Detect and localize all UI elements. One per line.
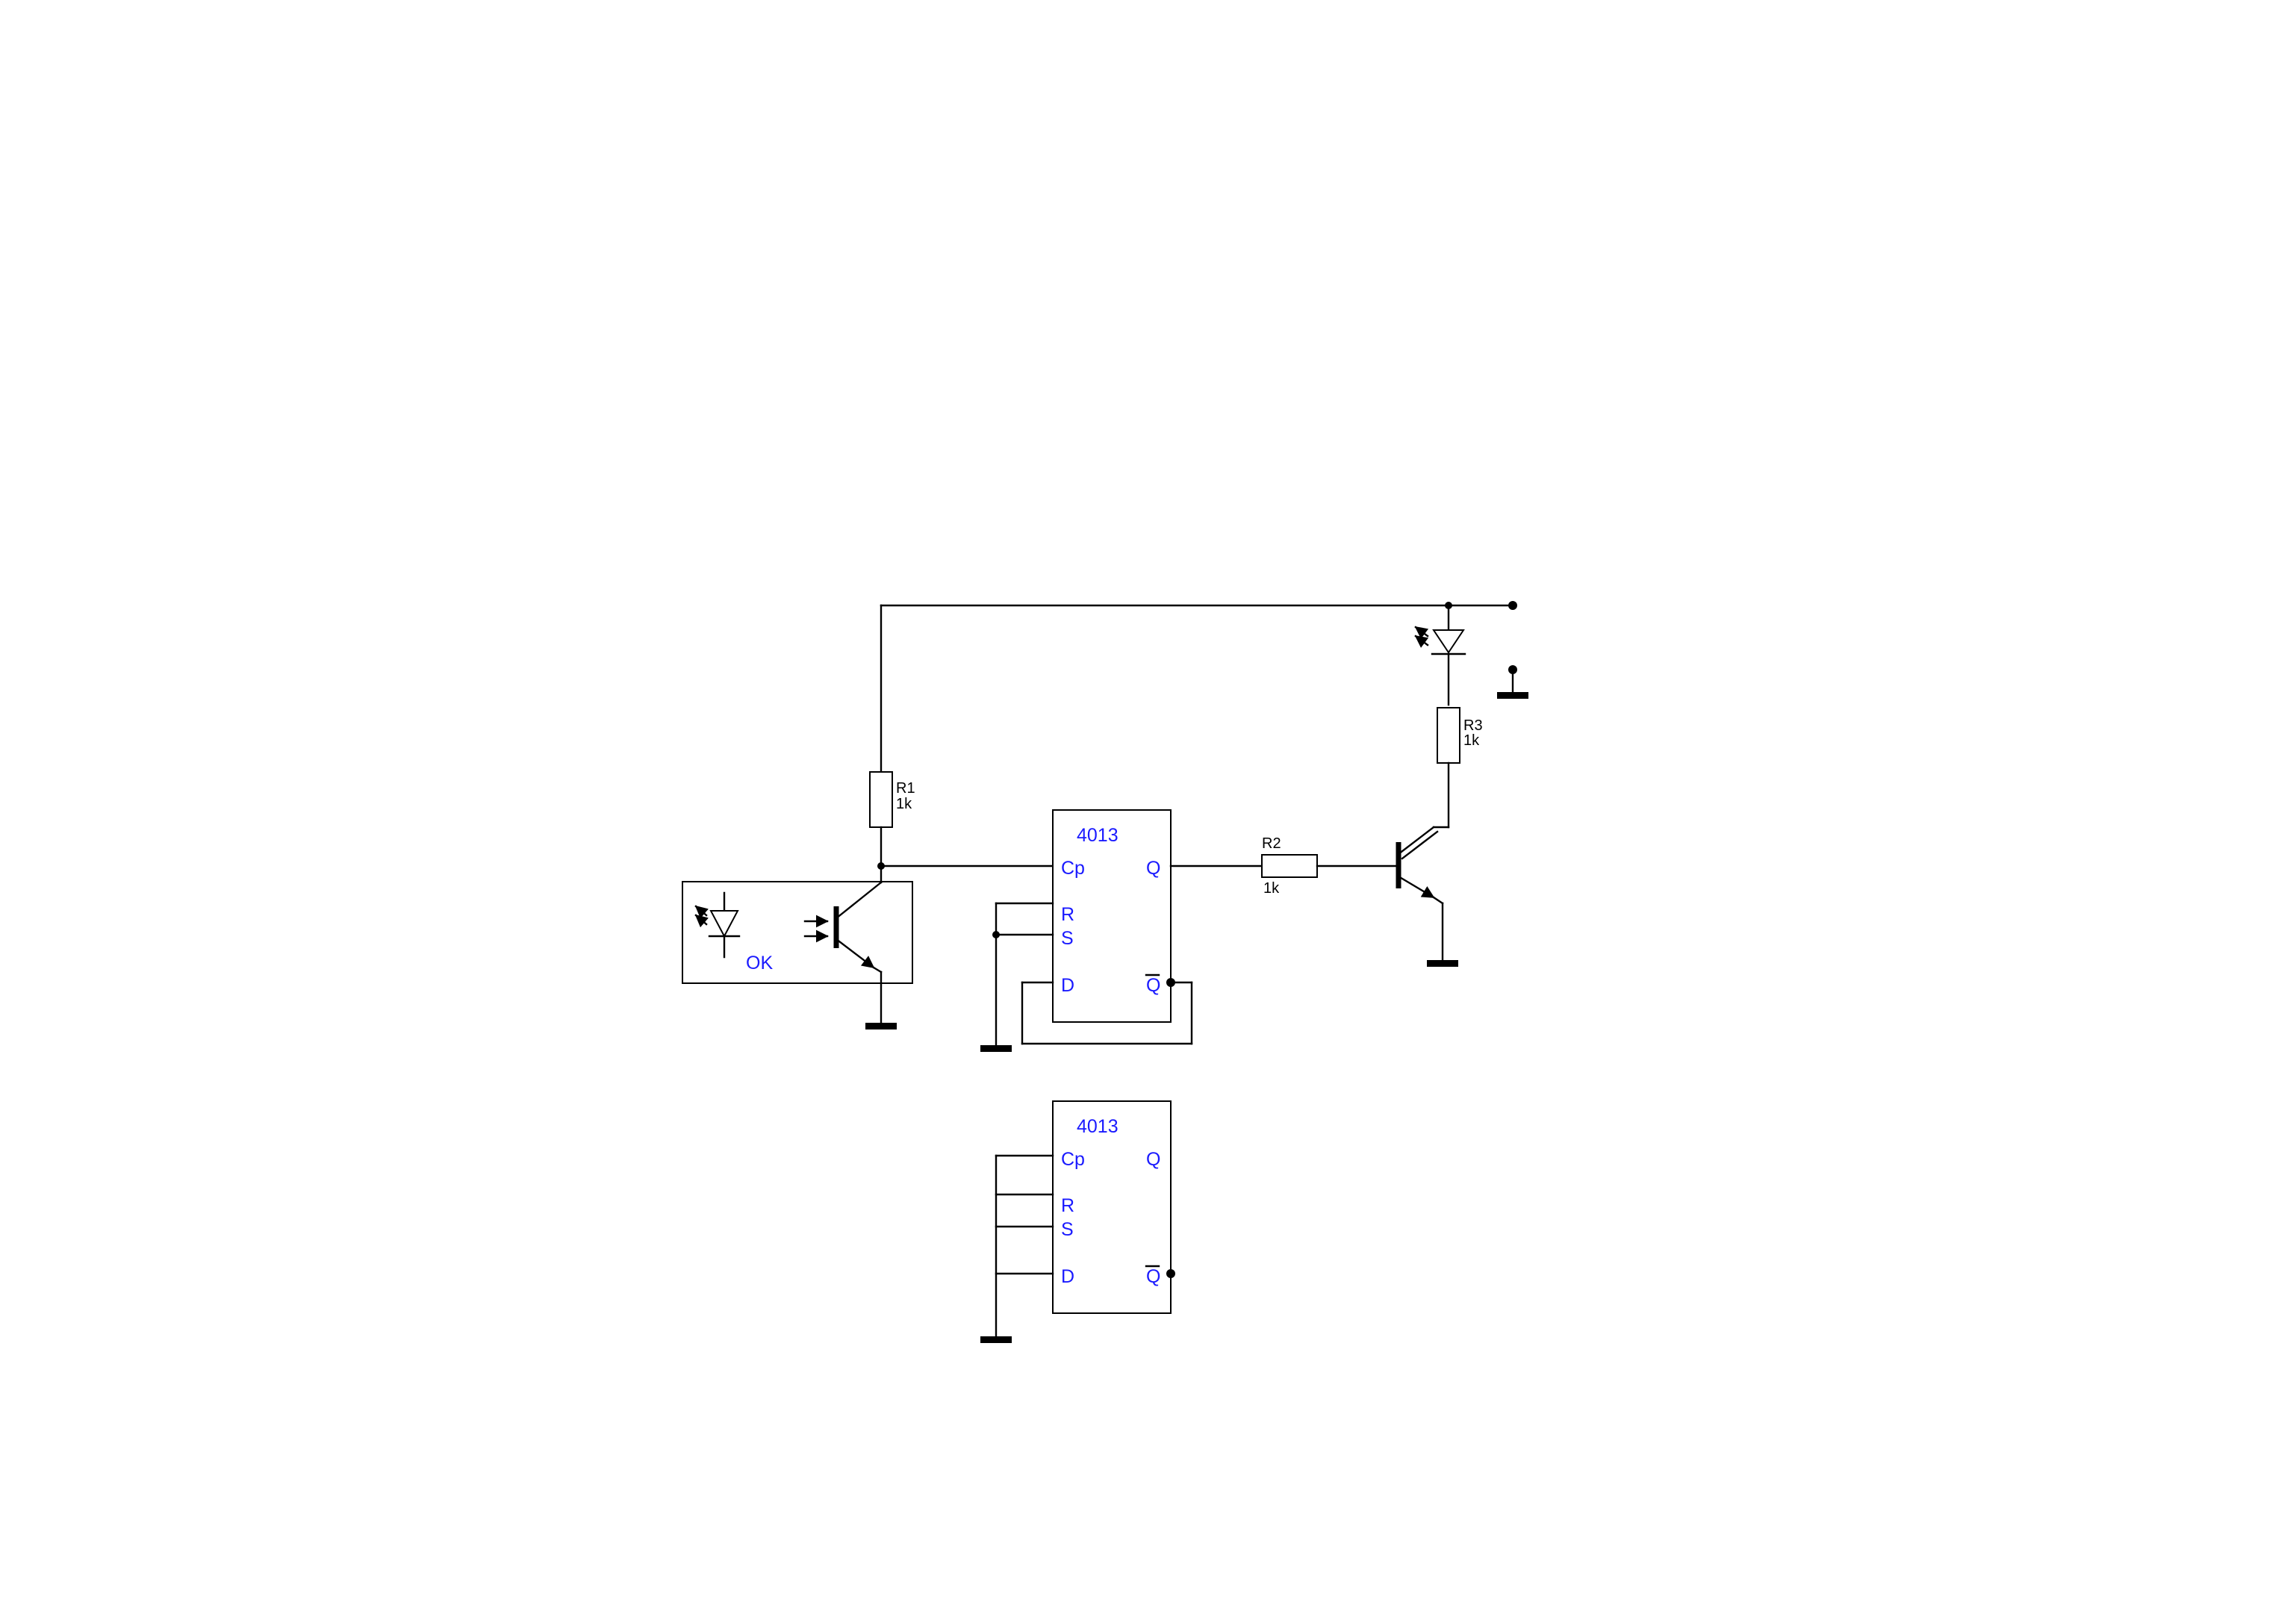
ic2-pin-r: R [1061,1195,1074,1216]
supply-ground-terminal [1497,665,1528,699]
r2-value-label: 1k [1263,880,1280,897]
optocoupler: OK [682,865,913,984]
ic1-rs-ground [980,902,1054,1052]
r2-resistor: R2 1k [1169,835,1398,897]
ic1-name: 4013 [1077,825,1119,846]
ic2-pin-q: Q [1146,1149,1160,1170]
r3-ref-label: R3 [1463,717,1483,734]
ic2-pin-s: S [1061,1219,1074,1240]
power-rail [880,601,1517,610]
ic2-inputs-ground [980,1154,1054,1343]
ic2-4013: 4013 Cp R S D Q Q [1052,1100,1175,1314]
r1-resistor: R1 1k [869,604,915,867]
ic1-pin-qn: Q [1146,975,1160,996]
r1-value-label: 1k [896,796,912,812]
ic1-pin-d: D [1061,975,1074,996]
r3-value-label: 1k [1463,732,1480,749]
ic1-pin-r: R [1061,904,1074,925]
ic1-pin-cp: Cp [1061,858,1085,879]
ic2-name: 4013 [1077,1116,1119,1137]
led-icon [694,891,741,959]
ic1-pin-q: Q [1146,858,1160,879]
r2-ref-label: R2 [1262,835,1281,852]
output-transistor-icon [1396,826,1450,905]
phototransistor-icon [803,865,883,974]
ic2-pin-d: D [1061,1266,1074,1287]
optocoupler-label: OK [746,953,773,974]
ic2-pin-qn: Q [1146,1266,1160,1287]
ic2-pin-cp: Cp [1061,1149,1085,1170]
indicator-led-icon [1414,604,1466,706]
output-transistor-ground [1427,902,1458,967]
r3-resistor: R3 1k [1437,707,1483,829]
ic1-feedback-loop [1021,981,1193,1045]
optocoupler-ground [865,971,897,1029]
ic1-pin-s: S [1061,928,1074,949]
ic1-4013: 4013 Cp R S D Q Q [1052,809,1175,1023]
r1-ref-label: R1 [896,780,915,797]
